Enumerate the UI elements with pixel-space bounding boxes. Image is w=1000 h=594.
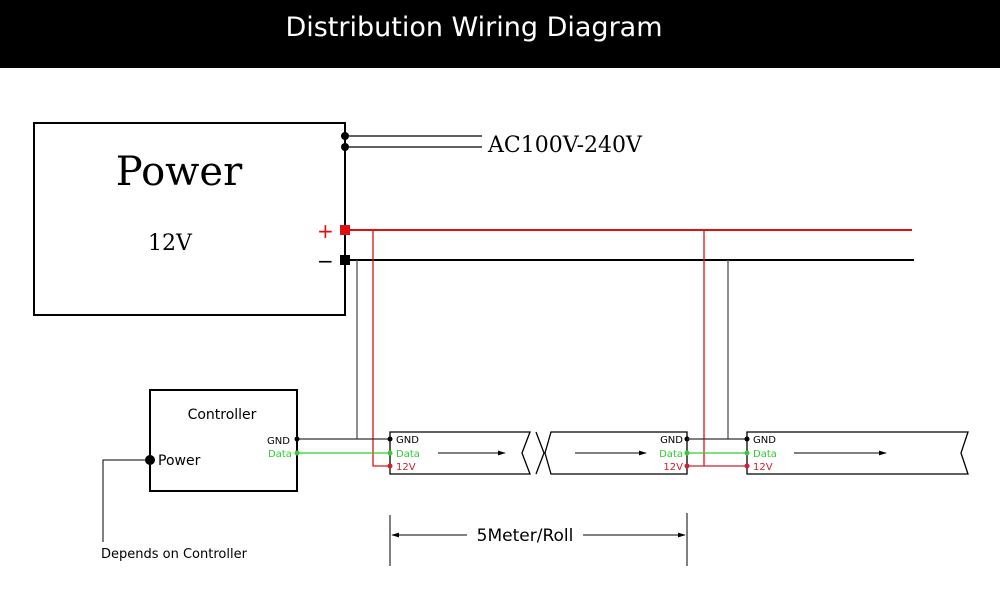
strip2-gnd-label: GND xyxy=(660,435,683,446)
plus-label: + xyxy=(317,219,334,243)
strip3-gnd-label: GND xyxy=(753,435,776,446)
controller-power-label: Power xyxy=(158,453,201,469)
minus-label: − xyxy=(317,249,334,273)
ac-input-terminals xyxy=(341,132,482,151)
dimension-label: 5Meter/Roll xyxy=(477,526,574,546)
led-strip-3 xyxy=(744,431,969,475)
controller-gnd-label: GND xyxy=(267,436,290,447)
controller-data-label: Data xyxy=(268,449,292,460)
power-supply-title: Power xyxy=(116,149,243,195)
dimension-marker xyxy=(389,513,688,566)
power-supply-voltage: 12V xyxy=(148,231,193,256)
power-supply-box xyxy=(33,122,346,316)
ac-input-label: AC100V-240V xyxy=(487,133,643,158)
strip2-data-label: Data xyxy=(659,449,683,460)
led-strip-1 xyxy=(387,431,531,475)
page-title: Distribution Wiring Diagram xyxy=(285,12,663,43)
controller-title: Controller xyxy=(188,407,257,423)
strip1-data-label: Data xyxy=(396,449,420,460)
strip3-12v-label: 12V xyxy=(753,462,773,473)
strip3-data-label: Data xyxy=(753,449,777,460)
positive-terminal xyxy=(340,225,350,235)
strip2-12v-label: 12V xyxy=(663,462,683,473)
controller-power-lead xyxy=(102,459,145,542)
controller-power-terminal xyxy=(145,455,155,465)
led-strip-2 xyxy=(544,431,690,475)
strip1-gnd-label: GND xyxy=(396,435,419,446)
title-bar: Distribution Wiring Diagram xyxy=(0,0,1000,68)
strip1-12v-label: 12V xyxy=(396,462,416,473)
negative-terminal xyxy=(340,255,350,265)
strip1-12v-feed xyxy=(372,230,390,467)
controller-note: Depends on Controller xyxy=(101,547,248,562)
